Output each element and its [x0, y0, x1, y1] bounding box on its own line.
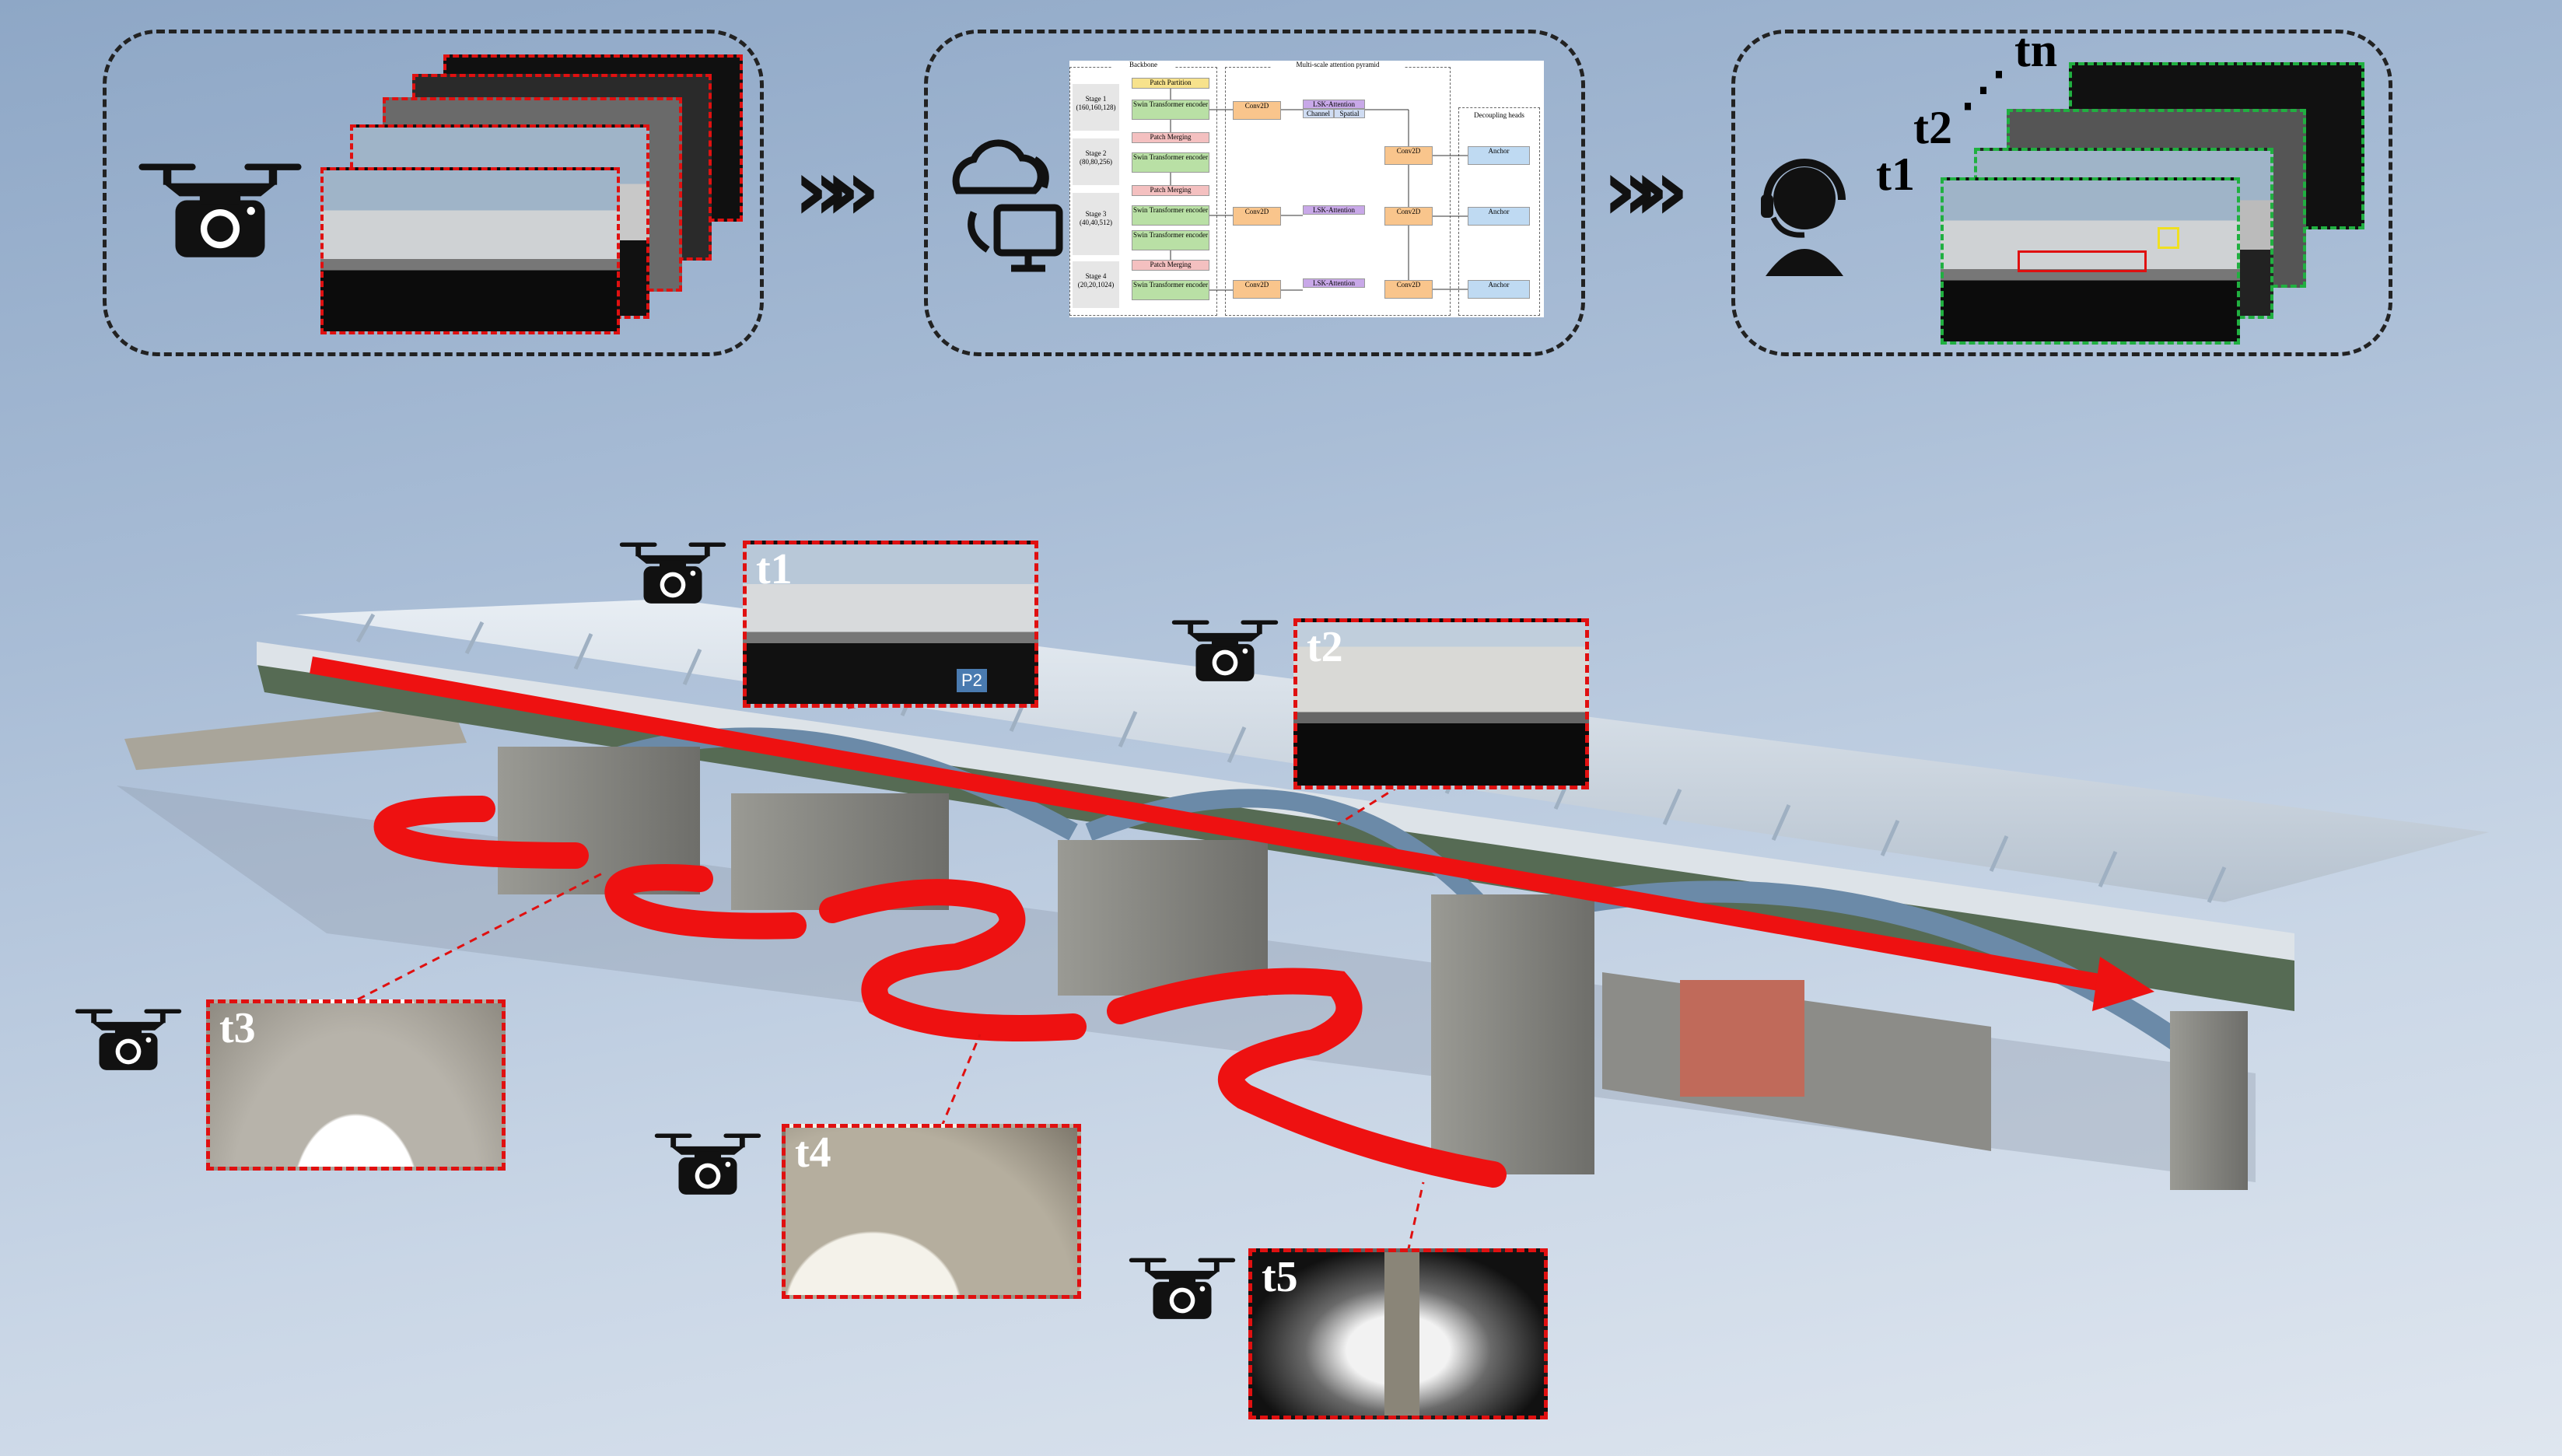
leader-t2 [1337, 784, 1401, 826]
swin-box-5: Swin Transformer encoder [1132, 280, 1209, 300]
processing-panel [924, 30, 1585, 356]
capture-panel [103, 30, 764, 356]
pier-4 [1431, 894, 1594, 1174]
patch-merging-box-3: Patch Merging [1132, 260, 1209, 271]
deck-flight-arrowhead [2092, 957, 2154, 1011]
results-panel [1731, 30, 2392, 356]
inspection-photo-t3: t3 [206, 999, 506, 1171]
conv-box-2: Conv2D [1233, 207, 1281, 226]
drone-camera-icon-t5 [1129, 1258, 1236, 1319]
photo-label-t4: t4 [795, 1129, 831, 1177]
frame-stack-front [320, 167, 620, 334]
crack-detection-box [2018, 250, 2147, 272]
brick-wall [1680, 980, 1804, 1097]
conv-box-4: Conv2D [1384, 146, 1433, 165]
pier-badge: P2 [957, 669, 987, 692]
swin-box-1: Swin Transformer encoder [1132, 100, 1209, 120]
drone-camera-icon-t1 [619, 542, 726, 604]
heads-group [1458, 107, 1540, 316]
conv-box-5: Conv2D [1384, 207, 1433, 226]
photo-label-t1: t1 [756, 545, 793, 593]
spall-detection-box [2158, 227, 2179, 249]
stage-label-1: Stage 1 (160,160,128) [1073, 84, 1119, 131]
patch-merging-box-2: Patch Merging [1132, 185, 1209, 196]
anchor-box-2: Anchor [1468, 207, 1530, 226]
anchor-box-1: Anchor [1468, 146, 1530, 165]
inspection-photo-t4: t4 [782, 1124, 1081, 1299]
photo-label-t3: t3 [219, 1004, 256, 1052]
patch-partition-box: Patch Partition [1132, 78, 1209, 89]
drone-camera-icon-t3 [75, 1009, 182, 1070]
stage-label-4: Stage 4 (20,20,1024) [1073, 261, 1119, 308]
deck-flight-arrow [310, 656, 2109, 992]
stage-label-3: Stage 3 (40,40,512) [1073, 193, 1119, 255]
anchor-box-3: Anchor [1468, 280, 1530, 299]
swin-box-4: Swin Transformer encoder [1132, 230, 1209, 250]
backbone-title: Backbone [1112, 61, 1174, 69]
pyramid-title: Multi-scale attention pyramid [1272, 61, 1404, 69]
lsk-box-2: LSK-Attention [1303, 205, 1365, 215]
conv-box-3: Conv2D [1233, 280, 1281, 299]
leader-t4 [940, 1034, 982, 1129]
drone-camera-icon-t2 [1171, 620, 1279, 681]
under-path-3 [819, 879, 1087, 1041]
top-label-dots: ⋰ [1960, 64, 2007, 115]
pier-1 [498, 747, 700, 894]
photo-label-t2: t2 [1307, 623, 1343, 671]
network-diagram: Backbone Multi-scale attention pyramid D… [1069, 61, 1544, 317]
leader-t3 [357, 870, 607, 1001]
drone-camera-icon-t4 [654, 1133, 761, 1195]
swin-box-3: Swin Transformer encoder [1132, 205, 1209, 226]
lsk-box-1: LSK-Attention [1303, 100, 1365, 109]
inspection-photo-t5: t5 [1248, 1248, 1548, 1419]
pier-2 [731, 793, 949, 910]
approach-slab [124, 704, 467, 770]
lsk-box-3: LSK-Attention [1303, 278, 1365, 288]
triple-chevron-icon-2: »» [1602, 140, 1689, 240]
spatial-box-1: Spatial [1334, 109, 1365, 118]
pier-column [1384, 1252, 1419, 1416]
under-path-4 [1107, 968, 1507, 1188]
arch-1 [540, 727, 1078, 841]
leader-t5 [1406, 1181, 1425, 1253]
abutment [1602, 972, 1991, 1151]
heads-title: Decoupling heads [1462, 111, 1536, 120]
swin-box-2: Swin Transformer encoder [1132, 152, 1209, 173]
channel-box-1: Channel [1303, 109, 1334, 118]
arch-3 [1475, 880, 2208, 1067]
bridge-girder [257, 661, 2294, 1011]
top-label-tn: tn [2014, 24, 2058, 77]
under-path-2 [604, 864, 807, 940]
patch-merging-box-1: Patch Merging [1132, 132, 1209, 143]
conv-box-6: Conv2D [1384, 280, 1433, 299]
conv-box-1: Conv2D [1233, 101, 1281, 120]
arch-2 [1085, 789, 1485, 909]
triple-chevron-icon: »» [793, 140, 880, 240]
result-frame-front [1941, 177, 2240, 345]
inspection-photo-t2: t2 [1293, 618, 1589, 789]
top-label-t1: t1 [1876, 149, 1915, 200]
inspection-photo-t1: t1 P2 [743, 541, 1038, 708]
pier-3 [1058, 840, 1268, 996]
under-path-1 [373, 796, 589, 869]
top-label-t2: t2 [1913, 102, 1952, 153]
photo-label-t5: t5 [1262, 1253, 1298, 1301]
stage-label-2: Stage 2 (80,80,256) [1073, 138, 1119, 185]
pier-5 [2170, 1011, 2248, 1190]
